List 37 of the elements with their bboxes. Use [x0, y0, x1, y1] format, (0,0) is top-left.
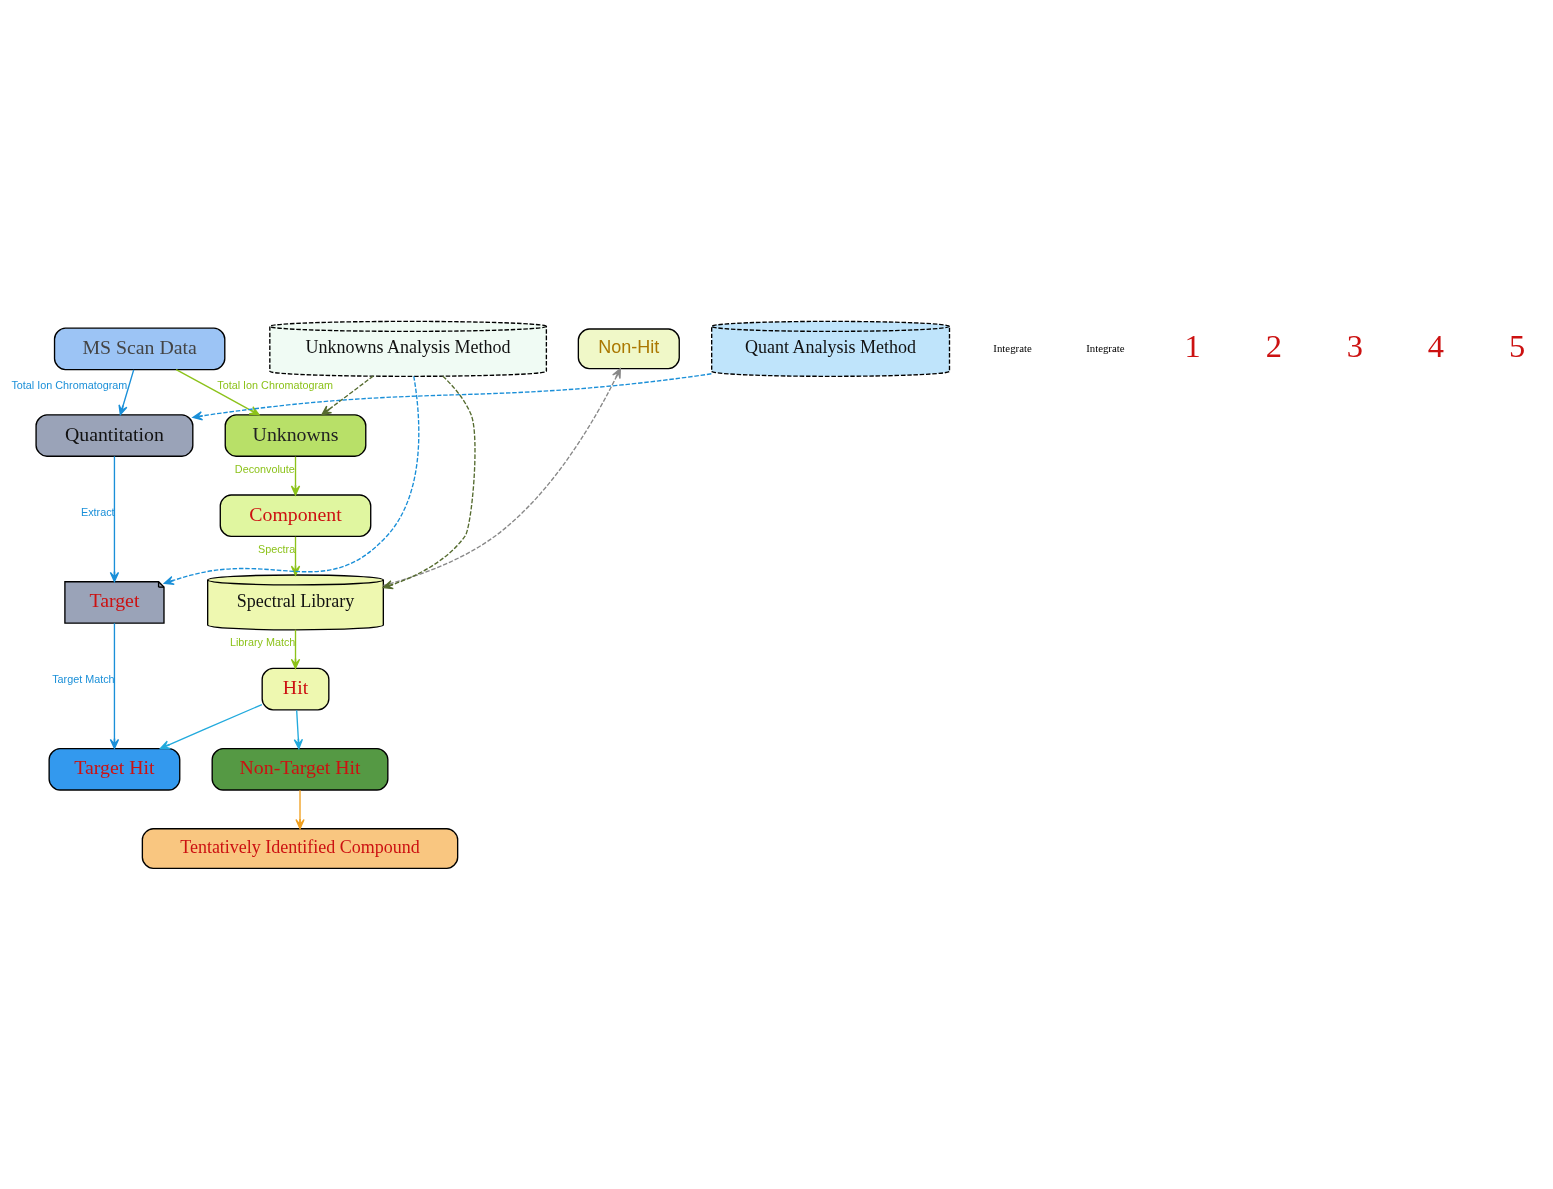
arrow [293, 709, 304, 749]
node-box: MS Scan Data [53, 326, 226, 370]
arrow [192, 372, 713, 421]
node-box: Non-Hit [577, 327, 680, 369]
edge-label: Deconvolute [234, 462, 295, 475]
node-box: Non-Target Hit [211, 747, 389, 791]
node-box: Component [219, 493, 372, 537]
node-box: Tentatively Identified Compound [141, 827, 459, 869]
arrow [321, 374, 374, 415]
node-box: Hit [261, 667, 330, 711]
label: 3 [1346, 327, 1363, 364]
label: 2 [1265, 327, 1282, 364]
arrow [290, 455, 301, 496]
label: 1 [1184, 327, 1201, 364]
arrow [159, 703, 263, 749]
label: Integrate [993, 341, 1032, 354]
edge-label: Spectra [257, 542, 296, 555]
arrow [382, 367, 621, 586]
edge-label: Extract [80, 505, 115, 518]
label: 4 [1427, 327, 1445, 364]
arrow [382, 375, 476, 589]
edge-label: Total Ion Chromatogram [217, 378, 334, 391]
arrow [118, 368, 135, 415]
arrow [295, 789, 305, 829]
arrow [109, 622, 120, 749]
label: Integrate [1086, 341, 1125, 354]
label: 5 [1508, 327, 1526, 364]
edge-label: Target Match [52, 672, 115, 685]
edge-label: Total Ion Chromatogram [11, 378, 128, 391]
node-box: Unknowns [224, 413, 367, 457]
node-box: Target Hit [48, 747, 181, 791]
arrow [163, 375, 420, 585]
arrow [109, 455, 120, 582]
arrow [290, 628, 301, 669]
arrow [175, 368, 260, 415]
node-box: Quantitation [35, 413, 194, 457]
edge-label: Library Match [229, 635, 296, 648]
